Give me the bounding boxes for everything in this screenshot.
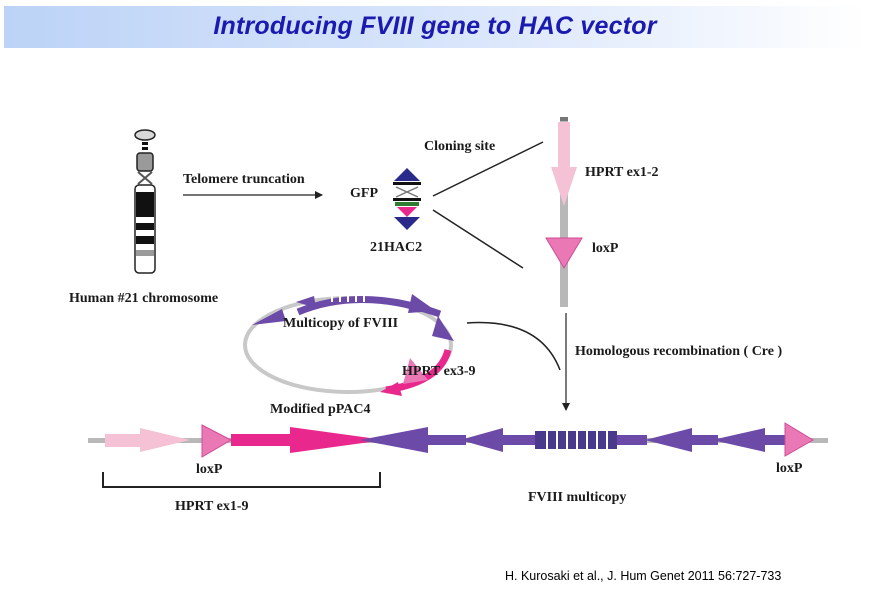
- citation: H. Kurosaki et al., J. Hum Genet 2011 56…: [505, 569, 782, 583]
- label-loxp-left: loxP: [196, 462, 223, 477]
- label-telomere-truncation: Telomere truncation: [183, 172, 305, 187]
- hac2-vector: [393, 168, 421, 230]
- label-modified-ppac4: Modified pPAC4: [270, 402, 370, 417]
- human-chromosome: [134, 129, 156, 274]
- label-homologous-recombination: Homologous recombination ( Cre ): [575, 344, 782, 359]
- label-hprt-ex3-9: HPRT ex3-9: [402, 364, 476, 379]
- modified-ppac4-plasmid: [243, 294, 454, 396]
- label-hprt-ex1-2: HPRT ex1-2: [585, 165, 659, 180]
- hac-cloning-site-detail: [545, 117, 583, 307]
- label-fviii-multicopy: FVIII multicopy: [528, 490, 626, 505]
- cloning-line-upper: [432, 141, 544, 197]
- label-cloning-site: Cloning site: [424, 139, 495, 154]
- slide-title: Introducing FVIII gene to HAC vector: [213, 12, 657, 40]
- label-human-chromosome: Human #21 chromosome: [69, 291, 218, 306]
- recombination-curve: [466, 321, 561, 371]
- recombined-hac: [88, 422, 828, 458]
- label-21hac2: 21HAC2: [370, 240, 422, 255]
- title-bar: Introducing FVIII gene to HAC vector: [4, 6, 866, 48]
- cloning-line-lower: [432, 209, 524, 269]
- hprt-bracket: [102, 472, 381, 488]
- label-hprt-ex1-9: HPRT ex1-9: [175, 499, 249, 514]
- label-loxp-top: loxP: [592, 241, 619, 256]
- label-multicopy-fviii: Multicopy of FVIII: [283, 316, 398, 331]
- label-loxp-right: loxP: [776, 461, 803, 476]
- label-gfp: GFP: [350, 186, 378, 201]
